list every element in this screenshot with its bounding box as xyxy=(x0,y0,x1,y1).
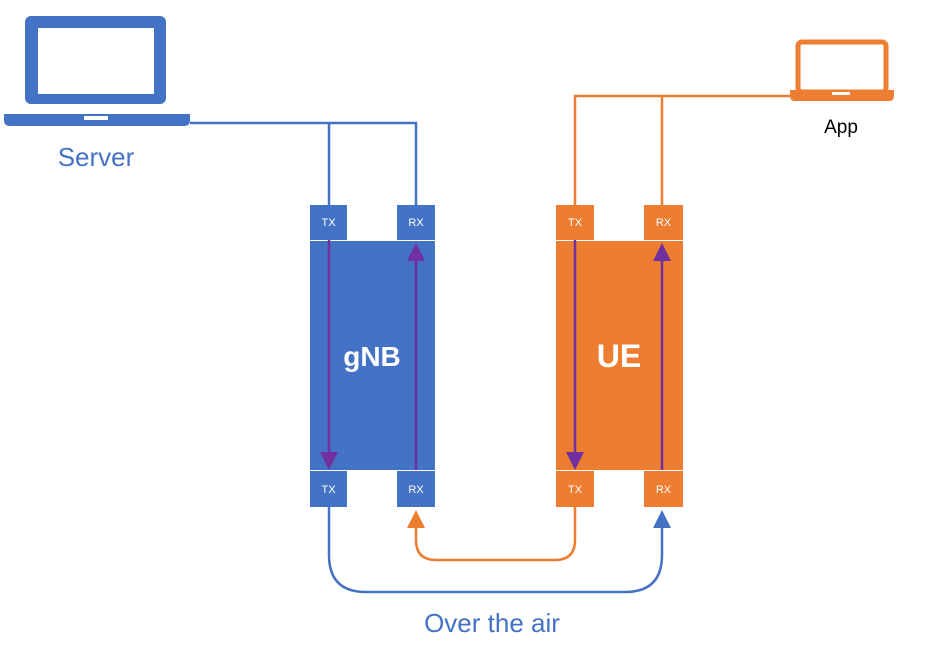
svg-text:TX: TX xyxy=(321,484,336,496)
gnb-label: gNB xyxy=(343,341,401,372)
server-label: Server xyxy=(58,142,135,172)
svg-text:RX: RX xyxy=(408,217,424,229)
gnb-top-rx-port: RX xyxy=(397,205,435,240)
over-the-air-label: Over the air xyxy=(424,608,560,638)
server-link xyxy=(190,121,418,206)
gnb-bottom-tx-port: TX xyxy=(310,471,347,507)
svg-text:RX: RX xyxy=(408,484,424,496)
app-label: App xyxy=(824,117,858,138)
ue-bottom-tx-port: TX xyxy=(556,471,594,507)
ue-bottom-rx-port: RX xyxy=(644,471,683,507)
gnb-block xyxy=(310,241,435,470)
gnb-top-tx-port: TX xyxy=(310,205,347,240)
ue-top-rx-port: RX xyxy=(644,205,683,240)
svg-text:TX: TX xyxy=(568,484,583,496)
svg-text:TX: TX xyxy=(321,217,336,229)
internal-flows xyxy=(320,240,671,470)
app-laptop-icon xyxy=(790,39,894,101)
svg-text:RX: RX xyxy=(656,484,672,496)
svg-text:RX: RX xyxy=(656,217,672,229)
svg-text:TX: TX xyxy=(568,217,583,229)
ue-label: UE xyxy=(597,338,641,374)
ota-ue-to-gnb xyxy=(407,507,577,562)
ota-gnb-to-ue xyxy=(327,507,671,594)
app-link xyxy=(573,94,790,206)
server-laptop-icon xyxy=(4,16,190,126)
ue-top-tx-port: TX xyxy=(556,205,594,240)
gnb-bottom-rx-port: RX xyxy=(397,471,435,507)
